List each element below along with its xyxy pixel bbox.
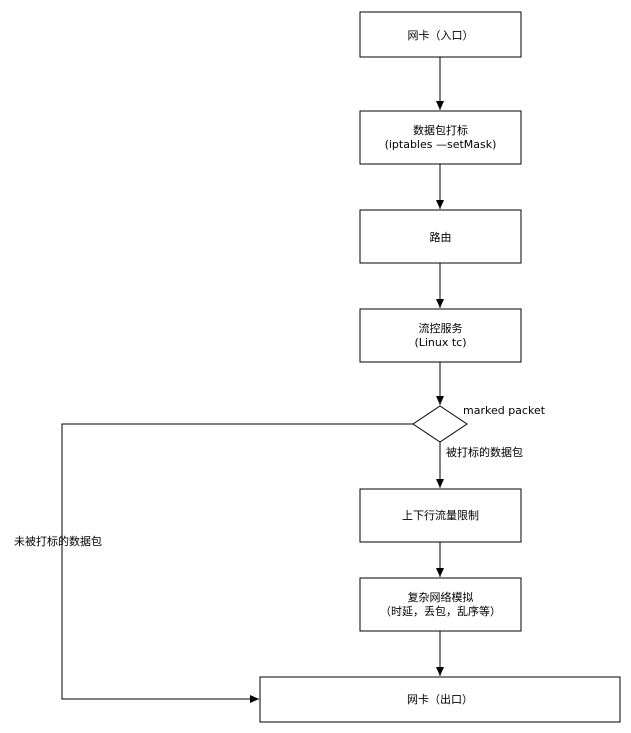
node-rate-limit: 上下行流量限制 [359,488,522,543]
node-nic-out: 网卡（出口） [259,676,621,723]
edge-unmarked-label: 未被打标的数据包 [14,534,102,548]
node-nic-out-label: 网卡（出口） [407,692,473,706]
edge-marked-label: 被打标的数据包 [446,445,523,459]
node-network-emulation-label: 复杂网络模拟 [408,590,474,604]
node-packet-marking-sublabel: (iptables —setMask) [385,138,497,151]
node-nic-in: 网卡（入口） [359,11,522,58]
decision-label: marked packet [463,404,546,417]
node-network-emulation-sublabel: （时延，丢包，乱序等） [380,604,501,618]
node-packet-marking: 数据包打标 (iptables —setMask) [359,110,522,165]
node-routing-label: 路由 [430,230,452,244]
node-traffic-control-sublabel: (Linux tc) [414,336,466,349]
node-decision: marked packet [412,404,546,443]
node-packet-marking-label: 数据包打标 [413,123,468,137]
node-network-emulation: 复杂网络模拟 （时延，丢包，乱序等） [359,577,522,632]
node-traffic-control: 流控服务 (Linux tc) [359,308,522,363]
node-rate-limit-label: 上下行流量限制 [402,508,479,522]
node-nic-in-label: 网卡（入口） [408,29,474,42]
edge-unmarked-bypass [61,423,413,703]
node-routing: 路由 [359,209,522,264]
node-traffic-control-label: 流控服务 [419,321,463,335]
